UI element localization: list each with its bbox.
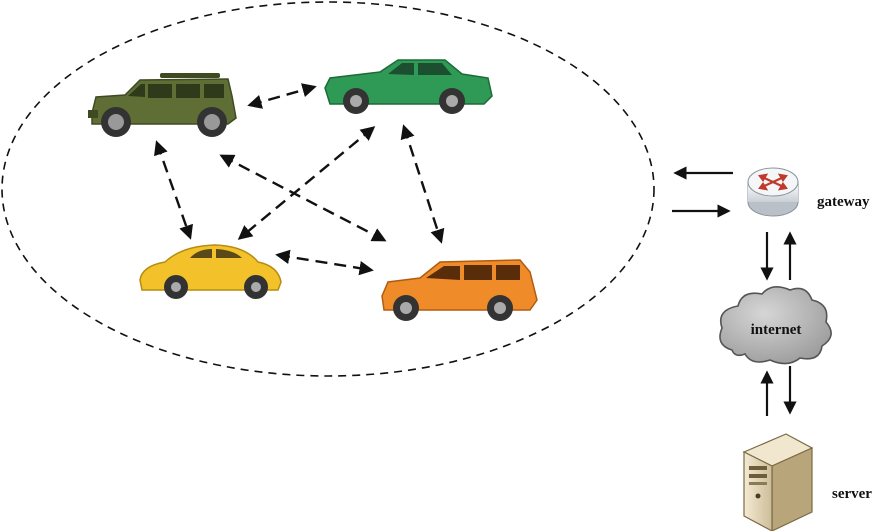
- network-gateway-links: [672, 166, 733, 218]
- server-tower-icon: [742, 433, 814, 531]
- link-beetle-minivan: [275, 249, 374, 276]
- beetle-car-icon: [139, 244, 282, 299]
- link-suv-beetle: [154, 140, 193, 240]
- v2v-links: [154, 83, 445, 276]
- link-sedan-beetle: [237, 126, 376, 240]
- link-suv-minivan: [219, 154, 387, 242]
- sedan-icon: [324, 59, 493, 114]
- gateway-label: gateway: [817, 194, 870, 210]
- vehicle-network-boundary: [1, 1, 655, 377]
- link-sedan-minivan: [400, 124, 445, 244]
- cloud-icon: [719, 286, 832, 365]
- internet-server-links: [760, 366, 797, 416]
- router-icon: [747, 167, 799, 217]
- gateway-internet-links: [760, 231, 797, 281]
- server-label: server: [832, 486, 872, 502]
- suv-icon: [88, 73, 237, 137]
- minivan-icon: [381, 259, 538, 321]
- link-suv-sedan: [247, 83, 317, 109]
- internet-label: internet: [751, 322, 802, 338]
